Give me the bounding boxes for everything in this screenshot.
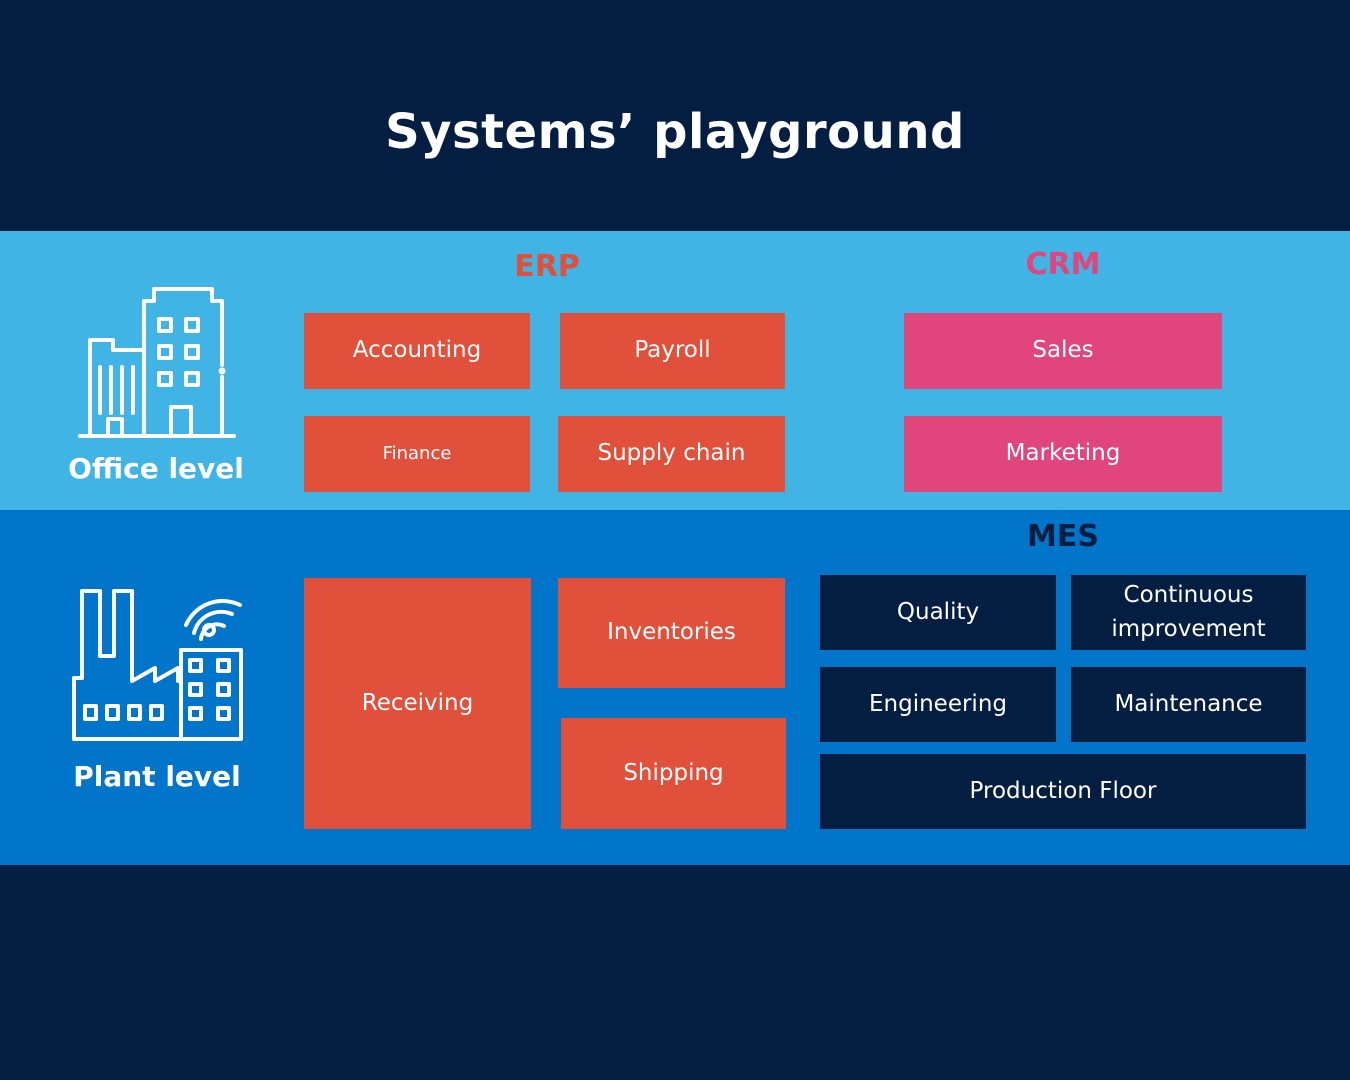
mes-production-floor-box: Production Floor [820, 754, 1306, 829]
erp-supply-chain-box: Supply chain [558, 416, 785, 492]
crm-marketing-box: Marketing [904, 416, 1222, 492]
factory-wifi-icon [72, 589, 243, 741]
erp-shipping-box: Shipping [561, 718, 786, 829]
crm-heading: CRM [1025, 247, 1101, 282]
crm-sales-box: Sales [904, 313, 1222, 389]
erp-receiving-box: Receiving [304, 578, 531, 829]
erp-inventories-box: Inventories [558, 578, 785, 688]
mes-heading: MES [1027, 519, 1099, 554]
page-title: Systems’ playground [385, 104, 965, 160]
office-building-icon [78, 287, 236, 438]
mes-maintenance-box: Maintenance [1071, 667, 1306, 742]
erp-finance-box: Finance [304, 416, 530, 492]
mes-engineering-box: Engineering [820, 667, 1056, 742]
mes-continuous-improvement-box: Continuous improvement [1071, 575, 1306, 650]
erp-payroll-box: Payroll [560, 313, 785, 389]
mes-quality-box: Quality [820, 575, 1056, 650]
erp-heading: ERP [514, 249, 580, 284]
erp-accounting-box: Accounting [304, 313, 530, 389]
plant-level-label: Plant level [73, 760, 241, 793]
office-level-label: Office level [68, 452, 244, 485]
